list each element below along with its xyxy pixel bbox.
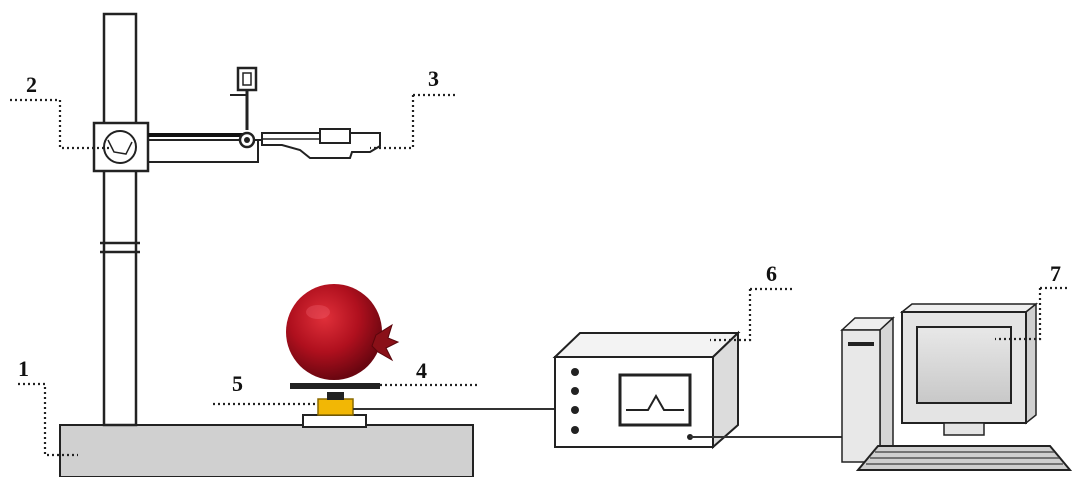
label-7: 7 xyxy=(1050,261,1061,286)
sensor-pedestal xyxy=(302,392,367,428)
signal-analyzer xyxy=(552,330,741,450)
label-4: 4 xyxy=(416,358,427,383)
sample-plate xyxy=(290,383,380,389)
label-6: 6 xyxy=(766,261,777,286)
stand-pole xyxy=(100,12,140,427)
pomegranate-sample xyxy=(286,284,400,380)
probe-actuator xyxy=(230,66,381,159)
label-5: 5 xyxy=(232,371,243,396)
label-2: 2 xyxy=(26,72,37,97)
label-1: 1 xyxy=(18,356,29,381)
computer xyxy=(840,302,1072,471)
component-labels: 1 2 3 4 5 6 7 xyxy=(18,66,1061,396)
leader-lines xyxy=(10,93,1068,457)
base-table xyxy=(59,424,474,477)
label-3: 3 xyxy=(428,66,439,91)
